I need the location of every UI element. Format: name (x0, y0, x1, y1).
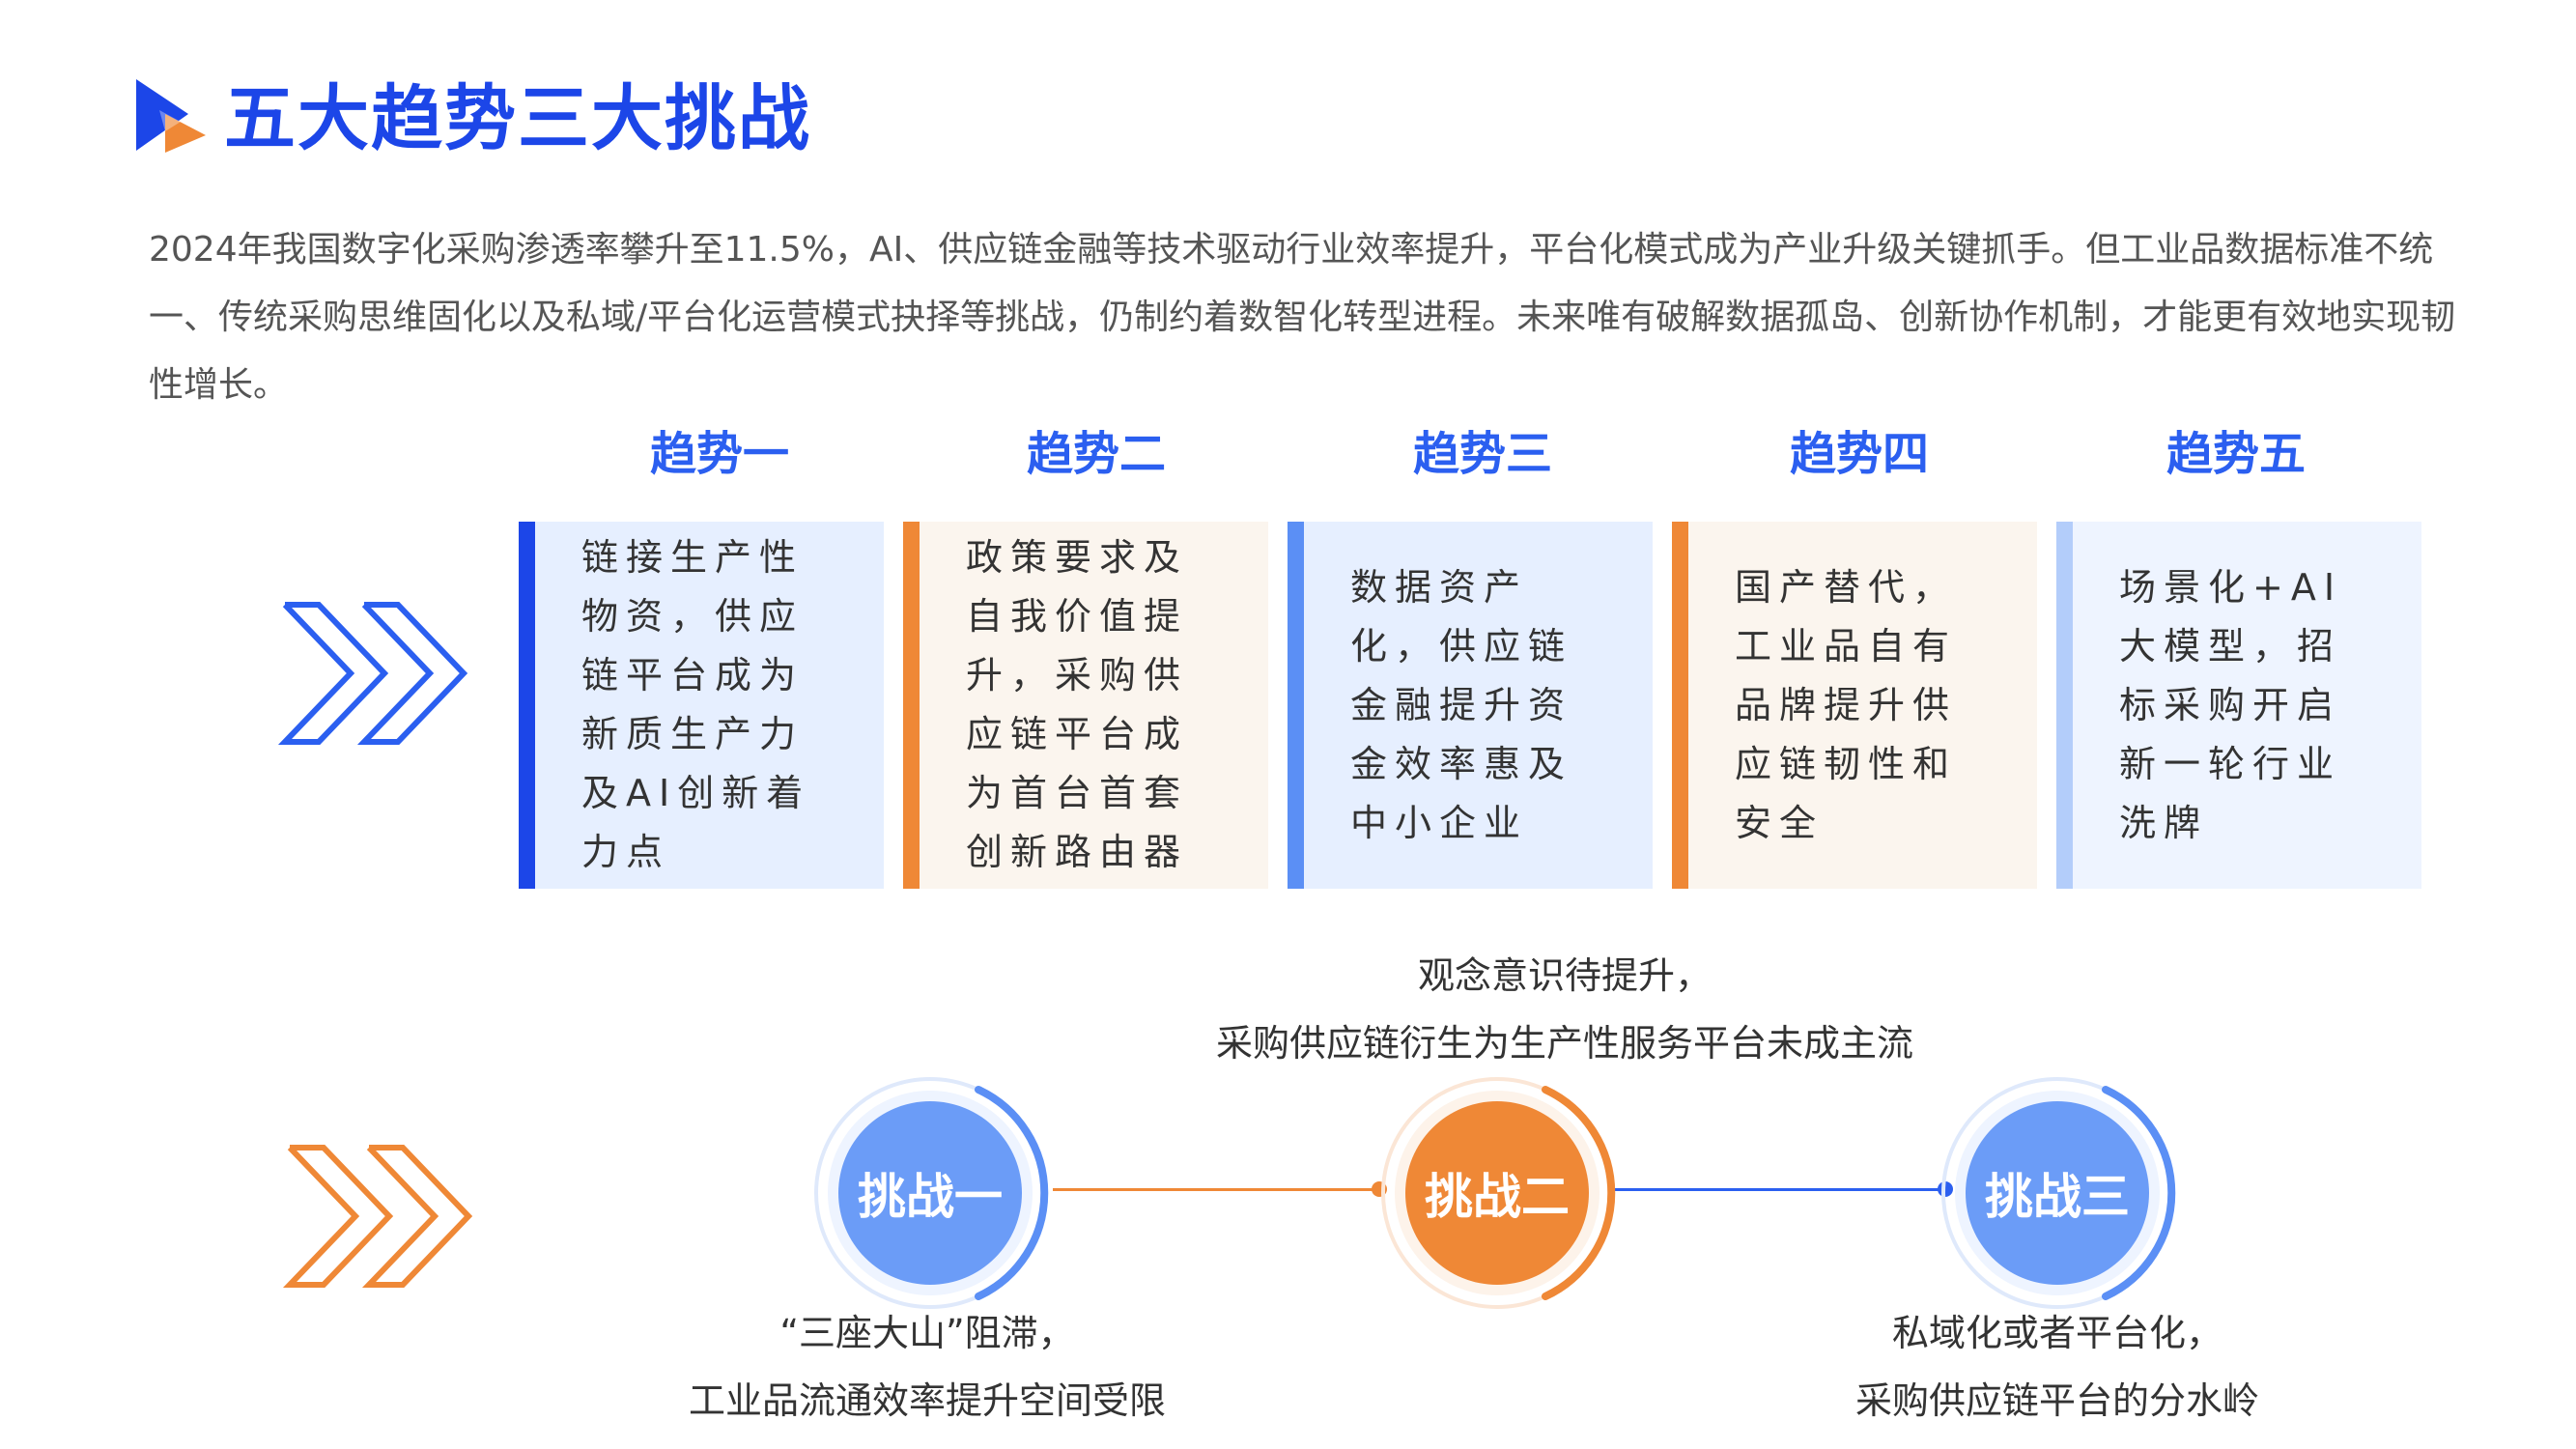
card-accent-bar (1672, 522, 1688, 889)
card-accent-bar (903, 522, 920, 889)
trend-4-text: 国产替代，工业品自有品牌提升供应链韧性和安全 (1735, 565, 1958, 844)
challenge-1-label: 挑战一 (838, 1101, 1022, 1285)
challenge-1-note-line2: 工业品流通效率提升空间受限 (688, 1379, 1166, 1422)
play-logo-icon (136, 79, 206, 153)
challenge-1-note: “三座大山”阻滞， 工业品流通效率提升空间受限 (628, 1299, 1227, 1435)
challenge-3-label: 挑战三 (1966, 1101, 2149, 1285)
trend-2-text: 政策要求及自我价值提升，采购供应链平台成为首台首套创新路由器 (966, 536, 1189, 873)
challenge-2-note-line2: 采购供应链衍生为生产性服务平台未成主流 (1215, 1022, 1913, 1065)
challenge-3-node: 挑战三 (1937, 1072, 2178, 1314)
challenge-2-node: 挑战二 (1376, 1072, 1618, 1314)
trend-4-heading: 趋势四 (1789, 427, 1929, 481)
trend-2-heading: 趋势二 (1026, 427, 1166, 481)
trend-5-heading: 趋势五 (2166, 427, 2306, 481)
trend-3-text: 数据资产化，供应链金融提升资金效率惠及中小企业 (1350, 565, 1573, 844)
chevron-right-icon (277, 602, 468, 745)
intro-paragraph: 2024年我国数字化采购渗透率攀升至11.5%，AI、供应链金融等技术驱动行业效… (149, 230, 2456, 405)
challenge-2-label: 挑战二 (1405, 1101, 1589, 1285)
page-title: 五大趋势三大挑战 (224, 77, 811, 160)
trend-2-card: 政策要求及自我价值提升，采购供应链平台成为首台首套创新路由器 (903, 522, 1268, 889)
card-accent-bar (519, 522, 535, 889)
trend-5-card: 场景化+AI大模型，招标采购开启新一轮行业洗牌 (2056, 522, 2421, 889)
card-accent-bar (2056, 522, 2073, 889)
trend-3-heading: 趋势三 (1412, 427, 1552, 481)
connector-line (1613, 1188, 1946, 1191)
challenge-1-node: 挑战一 (809, 1072, 1051, 1314)
challenge-3-note: 私域化或者平台化， 采购供应链平台的分水岭 (1748, 1299, 2366, 1435)
connector-line (1053, 1188, 1381, 1191)
trend-1-text: 链接生产性物资，供应链平台成为新质生产力及AI创新着力点 (581, 536, 811, 873)
chevron-right-icon (282, 1145, 473, 1288)
card-accent-bar (1288, 522, 1304, 889)
challenge-3-note-line2: 采购供应链平台的分水岭 (1854, 1379, 2259, 1422)
challenge-2-note: 观念意识待提升， 采购供应链衍生为生产性服务平台未成主流 (1159, 942, 1970, 1077)
trend-1-card: 链接生产性物资，供应链平台成为新质生产力及AI创新着力点 (519, 522, 884, 889)
challenge-3-note-line1: 私域化或者平台化， (1891, 1312, 2222, 1354)
trend-4-card: 国产替代，工业品自有品牌提升供应链韧性和安全 (1672, 522, 2037, 889)
trend-3-card: 数据资产化，供应链金融提升资金效率惠及中小企业 (1288, 522, 1653, 889)
trend-1-heading: 趋势一 (649, 427, 789, 481)
challenge-2-note-line1: 观念意识待提升， (1417, 954, 1712, 997)
trend-5-text: 场景化+AI大模型，招标采购开启新一轮行业洗牌 (2119, 565, 2343, 844)
challenge-1-note-line1: “三座大山”阻滞， (779, 1312, 1075, 1354)
